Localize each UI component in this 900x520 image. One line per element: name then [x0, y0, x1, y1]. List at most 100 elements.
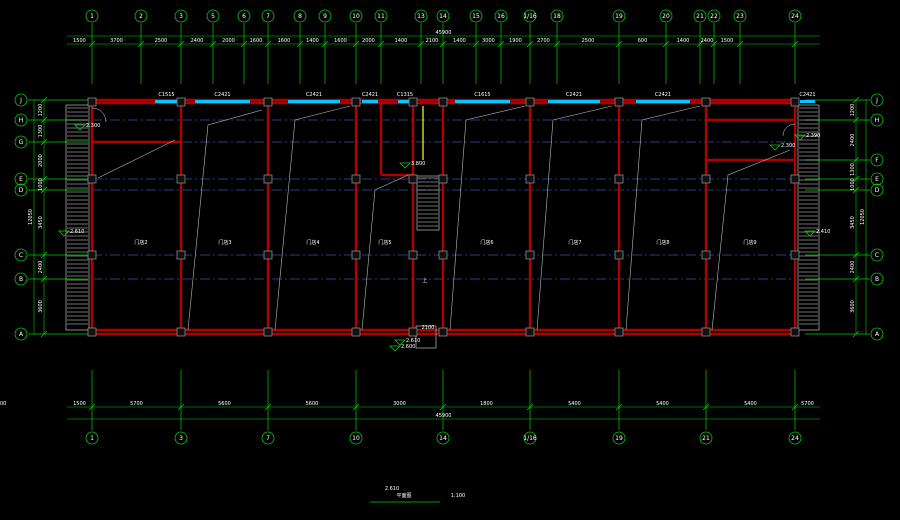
- top-dim-label-12: 1400: [453, 38, 466, 44]
- right-dim-tick-7: [852, 330, 860, 338]
- entrance-mark: 2100: [422, 325, 435, 331]
- axis-bubble-top-18-label: 21: [696, 13, 704, 20]
- axis-bubble-left-5-circle: [14, 248, 28, 262]
- axis-bubble-bottom-0: 1: [85, 431, 99, 445]
- axis-bubble-right-7-label: A: [875, 331, 880, 338]
- axis-bubble-bottom-7: 21: [699, 431, 713, 445]
- column: [701, 97, 711, 107]
- top-dim-tick-2: [177, 40, 185, 48]
- column: [790, 250, 800, 260]
- top-dim-tick-14: [526, 40, 534, 48]
- axis-bubble-right-6: B: [870, 272, 884, 286]
- axis-bubble-top-12-circle: [469, 9, 483, 23]
- elevation-right-top-mark: [769, 144, 781, 151]
- top-dim-label-17: 600: [638, 38, 648, 44]
- axis-bubble-right-7-circle: [870, 327, 884, 341]
- window-tag-3: C2421: [362, 92, 378, 98]
- axis-bubble-bottom-3-label: 10: [352, 435, 360, 442]
- entrance-steps: [415, 325, 437, 349]
- bottom-dim-tick-5: [526, 403, 534, 411]
- axis-bubble-bottom-4-label: 14: [439, 435, 447, 442]
- axis-bubble-left-4-label: D: [19, 187, 24, 194]
- shop-partition-line-7: [711, 149, 791, 331]
- axis-bubble-top-14-circle: [523, 9, 537, 23]
- elevation-right-top-text: 2.300: [781, 143, 795, 149]
- bottom-dim-tick-7: [702, 403, 710, 411]
- column: [408, 174, 418, 184]
- top-dim-tick-20: [736, 40, 744, 48]
- right-dim-label-0: 1200: [850, 104, 856, 117]
- top-dim-label-16: 2500: [582, 38, 595, 44]
- elevation-right-mid-mark: [804, 230, 816, 237]
- window-tag-5: C1615: [474, 92, 490, 98]
- axis-bubble-left-4-circle: [14, 183, 28, 197]
- axis-bubble-top-0-circle: [85, 9, 99, 23]
- top-dim-tick-5: [264, 40, 272, 48]
- top-dim-label-8: 1600: [334, 38, 347, 44]
- axis-bubble-bottom-8-label: 24: [791, 435, 799, 442]
- column: [614, 327, 624, 337]
- column: [701, 327, 711, 337]
- top-dim-label-6: 1600: [278, 38, 291, 44]
- top-dim-tick-18: [696, 40, 704, 48]
- right-dim-tick-0: [852, 96, 860, 104]
- bottom-dim-label-4: 3000: [393, 401, 406, 407]
- top-dim-label-0: 1500: [73, 38, 86, 44]
- axis-bubble-right-5: C: [870, 248, 884, 262]
- bottom-dim-tick-4: [439, 403, 447, 411]
- column: [87, 327, 97, 337]
- axis-bubble-left-1-circle: [14, 113, 28, 127]
- axis-bubble-top-0: 1: [85, 9, 99, 23]
- elevation-stair-hall-text: 3.800: [411, 161, 425, 167]
- column: [790, 174, 800, 184]
- window-tag-4: C1315: [397, 92, 413, 98]
- axis-bubble-bottom-1-label: 3: [179, 435, 183, 442]
- axis-bubble-top-2-label: 3: [179, 13, 183, 20]
- left-dim-tick-1: [40, 116, 48, 124]
- room-label-0: 门店2: [134, 239, 147, 246]
- left-dim-label-4: 3450: [38, 216, 44, 229]
- window-tag-8: C2421: [799, 92, 815, 98]
- right-overall-label: 12050: [860, 209, 866, 225]
- column: [176, 250, 186, 260]
- column: [408, 97, 418, 107]
- column: [790, 327, 800, 337]
- axis-bubble-right-2: F: [870, 153, 884, 167]
- central-stair-outline: [416, 175, 440, 231]
- axis-bubble-bottom-6-circle: [612, 431, 626, 445]
- axis-bubble-bottom-1-circle: [174, 431, 188, 445]
- shop-partition-line-4: [449, 105, 526, 331]
- axis-bubble-top-10-circle: [414, 9, 428, 23]
- right-dim-tick-4: [852, 186, 860, 194]
- left-dim-label-3: 1000: [38, 178, 44, 191]
- column: [351, 97, 361, 107]
- axis-bubble-top-11-circle: [436, 9, 450, 23]
- elevation-stair-hall-mark: [399, 162, 411, 169]
- axis-bubble-top-20: 23: [733, 9, 747, 23]
- axis-bubble-top-10-label: 13: [417, 13, 425, 20]
- axis-bubble-top-16-label: 19: [615, 13, 623, 20]
- left-dim-label-2: 2000: [38, 154, 44, 167]
- elevation-entrance-2-text: 2.600: [401, 344, 415, 350]
- right-dim-tick-3: [852, 175, 860, 183]
- top-dim-tick-8: [352, 40, 360, 48]
- axis-bubble-top-8-circle: [349, 9, 363, 23]
- top-dim-label-5: 1600: [250, 38, 263, 44]
- top-dim-tick-0: [88, 40, 96, 48]
- top-dim-tick-16: [615, 40, 623, 48]
- axis-bubble-top-14-label: 1/16: [523, 13, 537, 20]
- axis-bubble-top-12-label: 15: [472, 13, 480, 20]
- axis-bubble-top-20-label: 23: [736, 13, 744, 20]
- bottom-dim-label-0: 1500: [73, 401, 86, 407]
- axis-bubble-top-3: 5: [206, 9, 220, 23]
- west-stair-outline: [65, 104, 90, 331]
- top-dim-label-1: 3700: [110, 38, 123, 44]
- column-layer: [87, 97, 800, 337]
- axis-bubble-left-1-label: H: [19, 117, 24, 124]
- door-swing-east: [782, 123, 796, 137]
- top-dim-label-11: 2100: [426, 38, 439, 44]
- shop-partition-line-2: [274, 105, 351, 331]
- top-dim-label-7: 1400: [306, 38, 319, 44]
